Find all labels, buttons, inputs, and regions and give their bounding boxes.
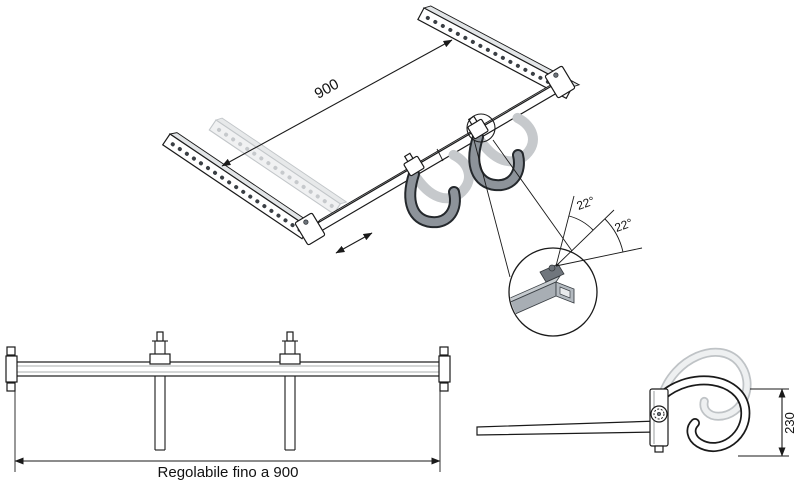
angle-label-right: 22°	[613, 215, 635, 234]
clamp-rear	[467, 115, 489, 140]
dimension-230: 230	[738, 388, 797, 457]
bracket-upper	[544, 65, 576, 99]
front-end-plate-left	[5, 346, 18, 392]
hook-front-ghost	[409, 149, 474, 204]
dimension-900: 900	[221, 39, 453, 167]
slide-adjust-arrow	[335, 232, 373, 254]
front-dimension-label: Regolabile fino a 900	[158, 464, 299, 481]
hook-front	[404, 168, 461, 229]
side-hook	[657, 375, 751, 453]
front-clamp-right	[279, 331, 301, 365]
side-hook-ghost	[657, 347, 752, 421]
hook-rear-ghost	[473, 112, 538, 167]
dimension-230-label: 230	[782, 412, 797, 434]
isometric-view: 900 2	[161, 5, 643, 337]
bracket-lower	[294, 212, 326, 246]
side-adjust-knob	[650, 405, 668, 423]
front-clamp-left	[149, 331, 171, 365]
side-view: 230	[476, 347, 797, 457]
dimension-900-label: 900	[312, 76, 342, 103]
angle-annotation: 22° 22°	[555, 193, 643, 267]
detail-callout: 22° 22°	[466, 113, 643, 337]
detail-view-content	[510, 263, 575, 319]
front-end-plate-right	[438, 346, 451, 392]
angle-label-left: 22°	[575, 193, 597, 212]
hook-rear	[468, 131, 525, 192]
front-bar	[13, 361, 443, 377]
rail-upper	[417, 5, 581, 100]
front-view: Regolabile fino a 900	[5, 331, 451, 481]
callout-source-circle	[466, 113, 496, 143]
side-arm	[476, 420, 659, 436]
rail-lower	[161, 132, 318, 240]
front-dimension: Regolabile fino a 900	[14, 384, 441, 481]
